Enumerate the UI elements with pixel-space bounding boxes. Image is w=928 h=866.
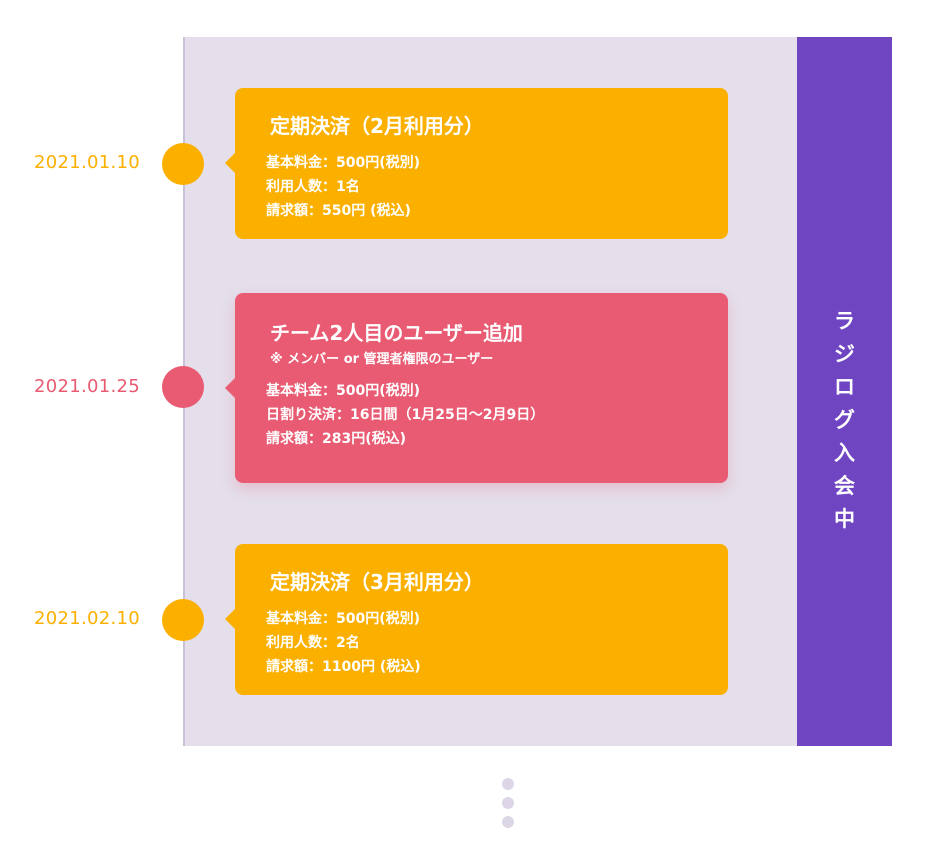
continuation-dot: [502, 816, 514, 828]
event-detail-line: 基本料金：500円(税別): [266, 155, 421, 171]
timeline-marker: [162, 143, 204, 185]
sidebar-char: ラ: [834, 309, 855, 333]
event-card: 定期決済（3月利用分） 基本料金：500円(税別) 利用人数：2名 請求額：11…: [225, 544, 728, 695]
timeline-date: 2021.01.10: [34, 152, 141, 173]
event-note: ※ メンバー or 管理者権限のユーザー: [270, 352, 494, 367]
timeline-marker: [162, 599, 204, 641]
event-details: 基本料金：500円(税別) 利用人数：1名 請求額：550円 (税込): [266, 151, 420, 223]
status-sidebar: ラ ジ ロ グ 入 会 中: [797, 37, 892, 746]
timeline-date: 2021.02.10: [34, 608, 141, 629]
event-detail-line: 請求額：1100円 (税込): [266, 659, 421, 675]
event-detail-line: 基本料金：500円(税別): [266, 611, 421, 627]
event-title: チーム2人目のユーザー追加: [270, 321, 523, 345]
event-title: 定期決済（3月利用分）: [270, 570, 484, 594]
event-details: 基本料金：500円(税別) 日割り決済：16日間（1月25日～2月9日） 請求額…: [266, 379, 544, 451]
event-detail-line: 日割り決済：16日間（1月25日～2月9日）: [266, 407, 545, 423]
event-card: 定期決済（2月利用分） 基本料金：500円(税別) 利用人数：1名 請求額：55…: [225, 88, 728, 239]
event-detail-line: 請求額：283円(税込): [266, 431, 407, 447]
sidebar-char: 中: [834, 507, 855, 531]
timeline-date: 2021.01.25: [34, 376, 141, 397]
event-detail-line: 基本料金：500円(税別): [266, 383, 421, 399]
timeline-marker: [162, 366, 204, 408]
sidebar-char: 入: [834, 441, 855, 465]
event-detail-line: 利用人数：1名: [266, 179, 360, 195]
event-title: 定期決済（2月利用分）: [270, 114, 484, 138]
sidebar-char: グ: [834, 408, 855, 432]
sidebar-char: ジ: [834, 342, 855, 366]
sidebar-char: ロ: [834, 375, 855, 399]
continuation-dot: [502, 797, 514, 809]
continuation-dot: [502, 778, 514, 790]
event-detail-line: 利用人数：2名: [266, 635, 360, 651]
event-details: 基本料金：500円(税別) 利用人数：2名 請求額：1100円 (税込): [266, 607, 421, 679]
event-detail-line: 請求額：550円 (税込): [266, 203, 411, 219]
event-card: チーム2人目のユーザー追加 ※ メンバー or 管理者権限のユーザー 基本料金：…: [225, 293, 728, 483]
sidebar-label: ラ ジ ロ グ 入 会 中: [797, 305, 892, 536]
sidebar-char: 会: [834, 474, 855, 498]
